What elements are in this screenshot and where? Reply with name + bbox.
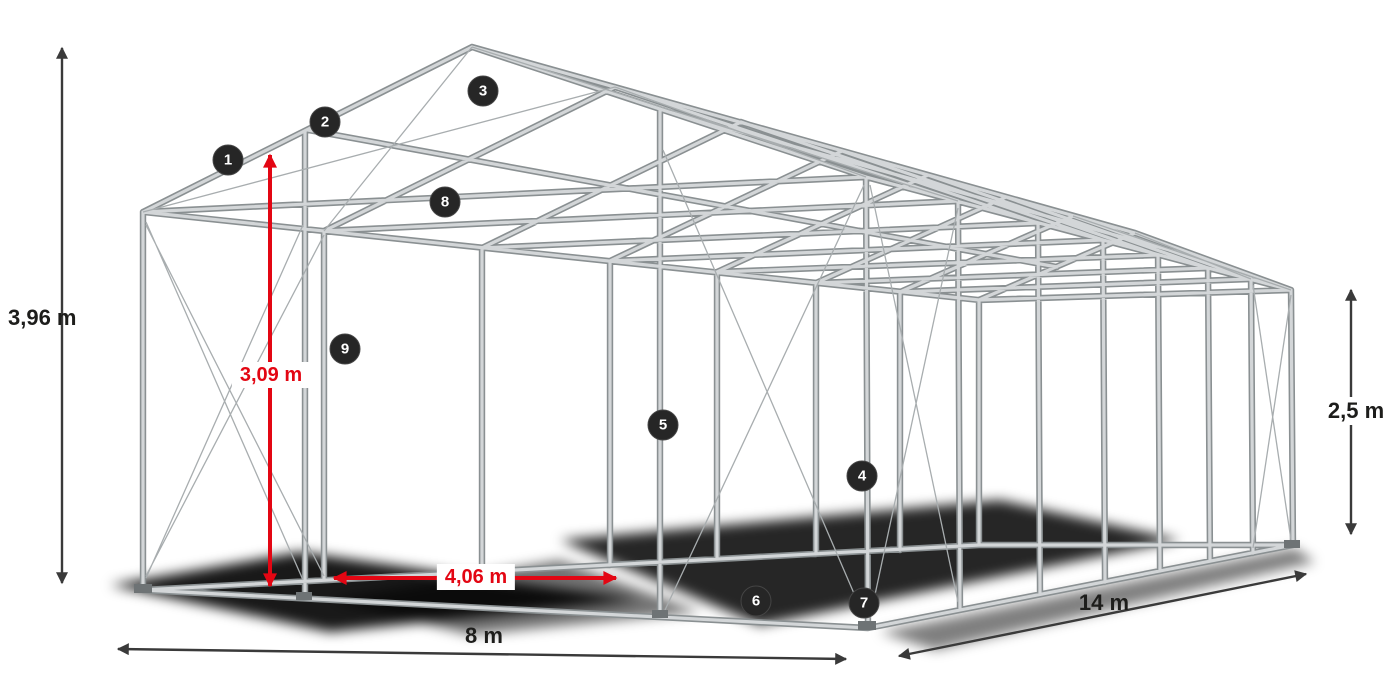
callout-9[interactable]: 9 [329, 333, 361, 365]
callout-1[interactable]: 1 [212, 144, 244, 176]
callout-4[interactable]: 4 [846, 460, 878, 492]
callout-8[interactable]: 8 [429, 186, 461, 218]
callout-2[interactable]: 2 [309, 106, 341, 138]
dimension-length: 14 m [1078, 590, 1130, 615]
bracing-cables [142, 46, 1292, 619]
callout-3[interactable]: 3 [467, 75, 499, 107]
base-plates [134, 540, 1300, 630]
dimension-side-height: 2,5 m [1320, 397, 1392, 425]
callout-6[interactable]: 6 [740, 585, 772, 617]
length-arrow [897, 570, 1308, 660]
dimension-width: 8 m [465, 623, 503, 648]
dimension-clear-height: 3,09 m [231, 362, 311, 388]
callout-7[interactable]: 7 [848, 587, 880, 619]
dimension-clear-width: 4,06 m [436, 564, 516, 590]
width-arrow [116, 643, 848, 665]
callout-5[interactable]: 5 [647, 409, 679, 441]
dimension-total-height: 3,96 m [8, 305, 77, 330]
